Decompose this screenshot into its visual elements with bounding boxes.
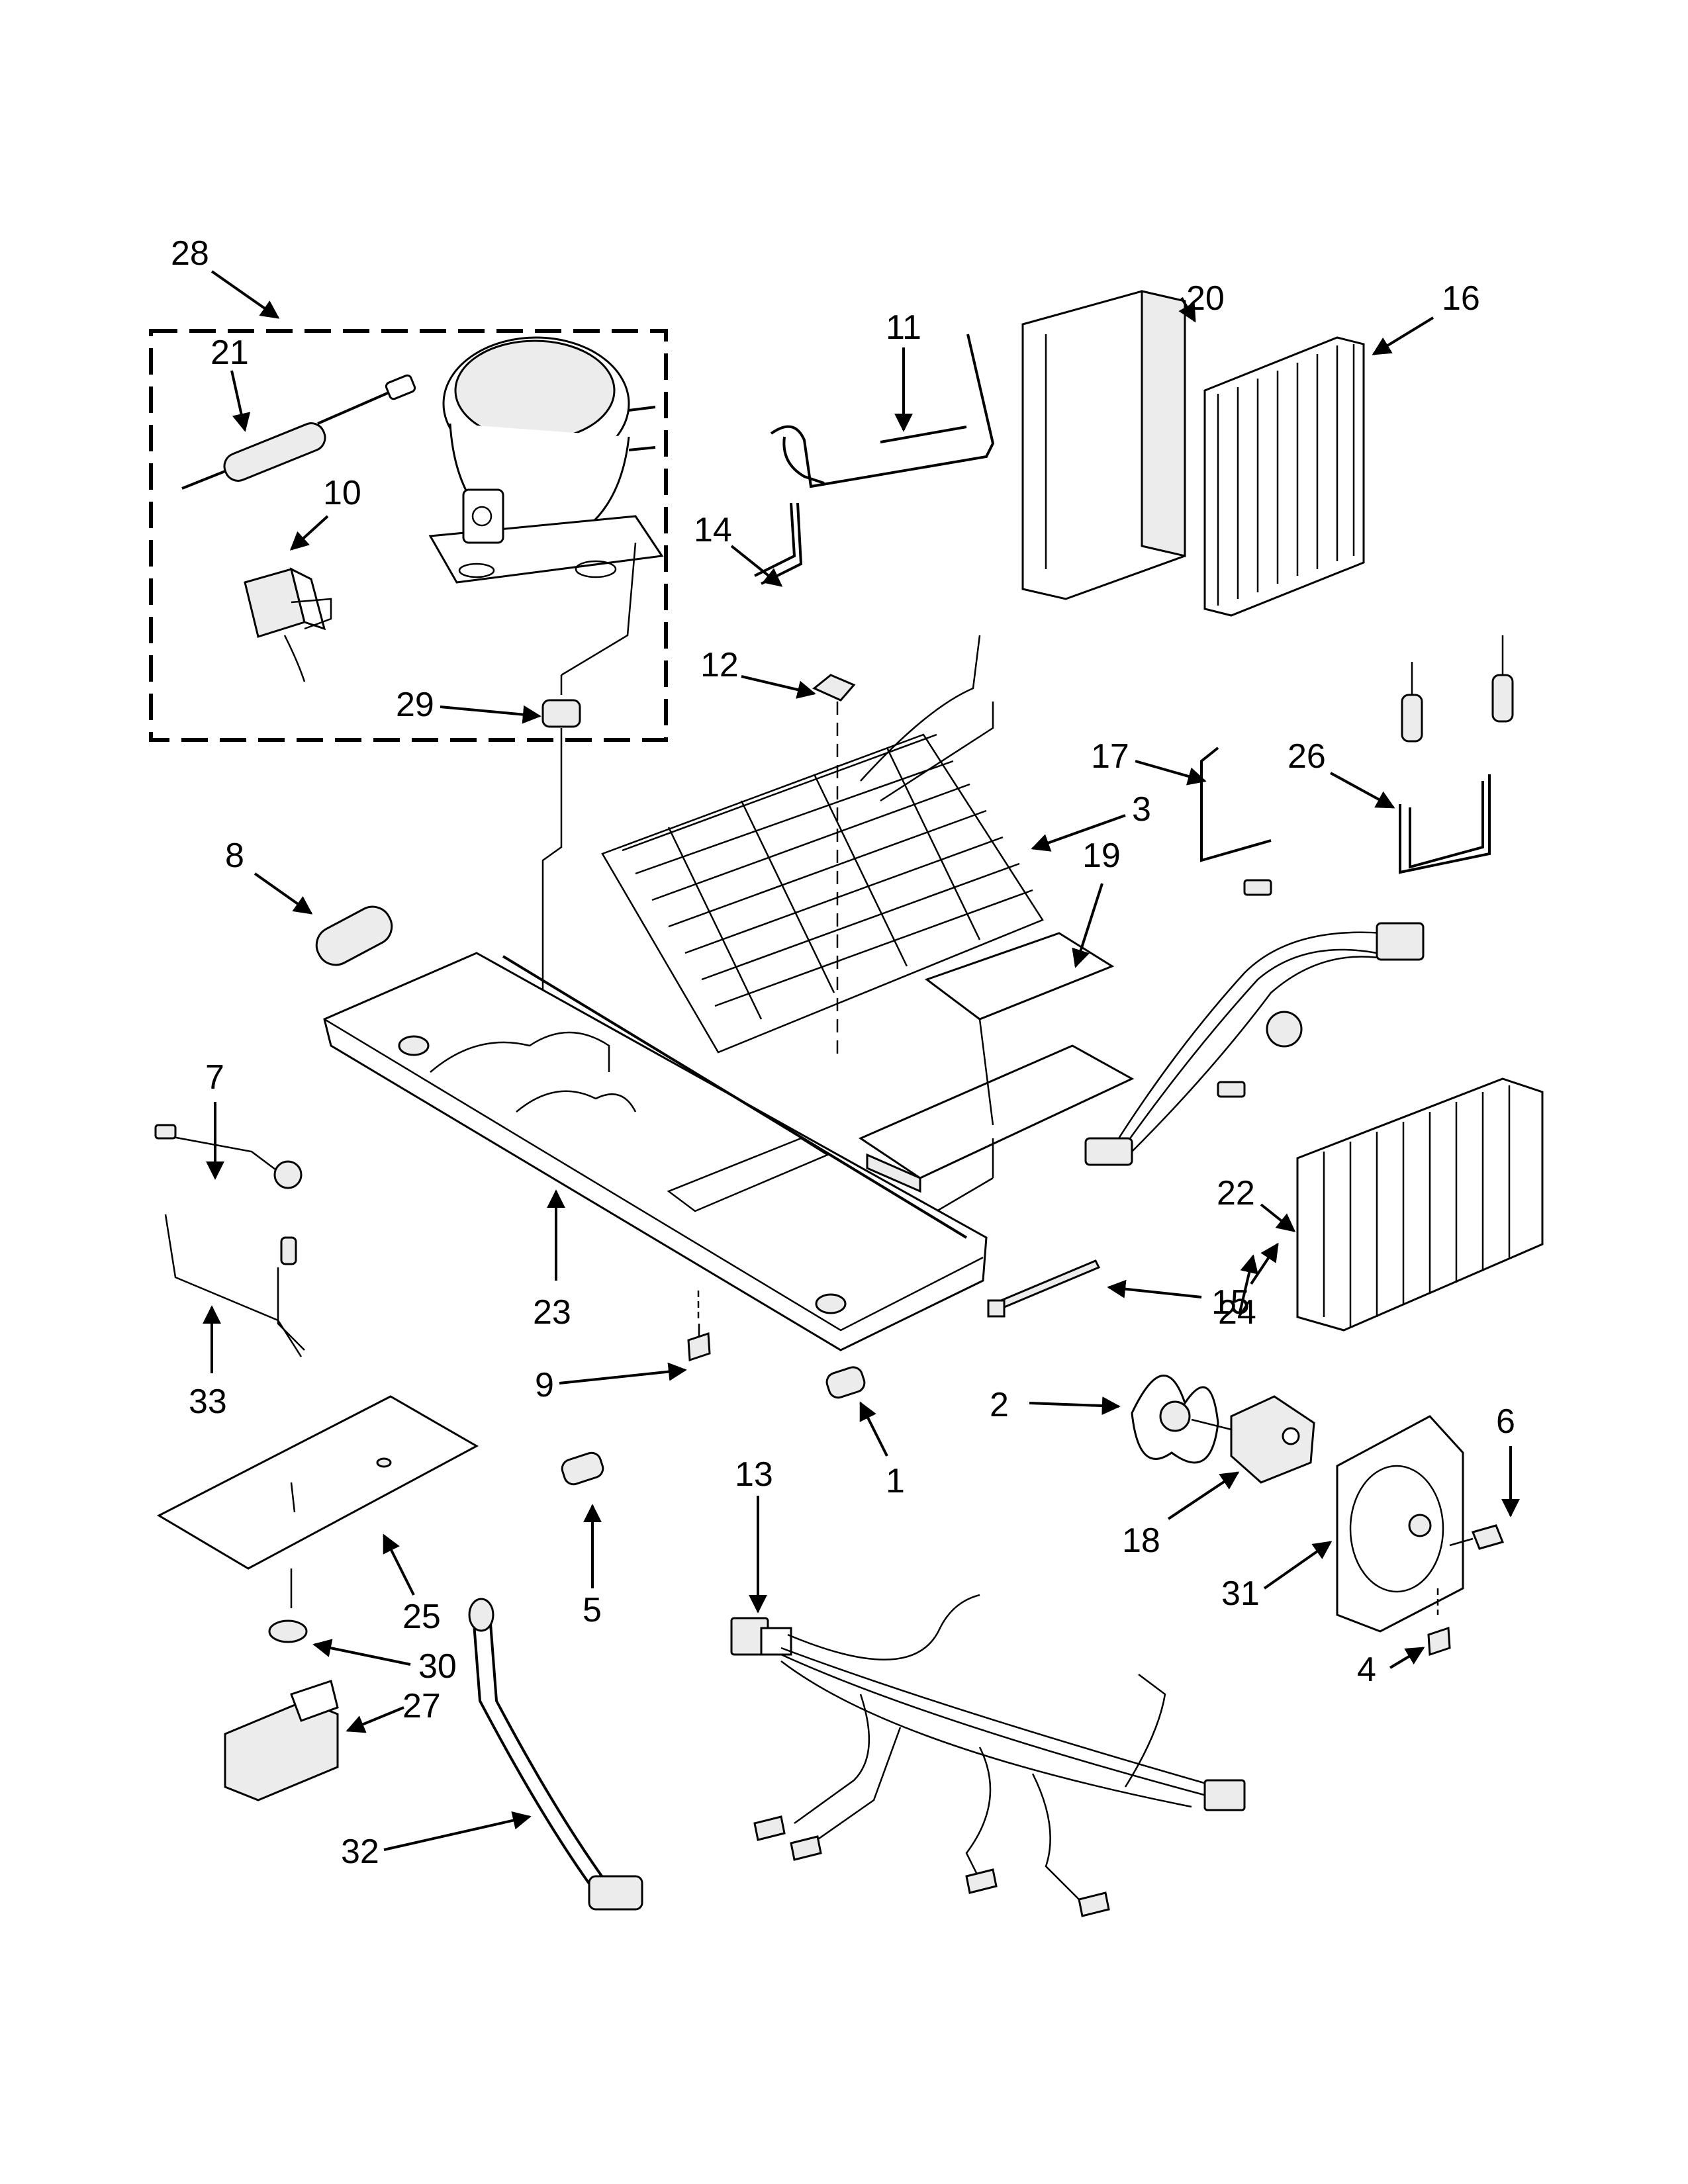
callout-20: 20 bbox=[1186, 279, 1225, 318]
part-7-sensor-harness bbox=[154, 1124, 303, 1189]
part-5-fuse bbox=[561, 1451, 604, 1486]
part-17-bracket bbox=[1200, 747, 1272, 862]
callout-26: 26 bbox=[1288, 737, 1326, 776]
callout-10: 10 bbox=[323, 474, 361, 512]
callout-25: 25 bbox=[402, 1598, 441, 1636]
part-31-fan-shroud bbox=[1336, 1415, 1464, 1633]
callout-13: 13 bbox=[735, 1455, 773, 1494]
compressor-wiring-route bbox=[541, 728, 563, 1059]
callout-6: 6 bbox=[1496, 1402, 1515, 1441]
compressor bbox=[428, 336, 664, 584]
callout-12: 12 bbox=[700, 646, 739, 684]
part-32-drain-tube bbox=[468, 1598, 643, 1911]
callout-30: 30 bbox=[418, 1647, 457, 1686]
callout-15: 15 bbox=[1211, 1283, 1250, 1322]
callout-23: 23 bbox=[533, 1293, 571, 1332]
part-24-harness bbox=[1084, 879, 1425, 1166]
part-12-clip bbox=[812, 674, 856, 702]
callout-14: 14 bbox=[694, 511, 732, 549]
callout-32: 32 bbox=[341, 1833, 379, 1871]
part-29-wire-grommet bbox=[541, 542, 637, 728]
part-15-tie-strap bbox=[987, 1259, 1101, 1318]
part-19-drain-pan bbox=[858, 932, 1135, 1246]
callout-19: 19 bbox=[1082, 837, 1121, 875]
part-1-fuse bbox=[825, 1366, 866, 1399]
callout-3: 3 bbox=[1132, 790, 1151, 829]
part-13-main-harness bbox=[730, 1594, 1246, 1917]
callout-17: 17 bbox=[1091, 737, 1129, 776]
part-11-tube bbox=[770, 334, 995, 488]
callout-31: 31 bbox=[1221, 1574, 1260, 1613]
callout-28: 28 bbox=[171, 234, 209, 273]
callout-9: 9 bbox=[535, 1366, 554, 1404]
part-4-screw bbox=[1427, 1588, 1451, 1657]
part-3-condenser-coil bbox=[601, 635, 1044, 1059]
callout-27: 27 bbox=[402, 1687, 441, 1725]
callout-29: 29 bbox=[396, 686, 434, 724]
part-33-defrost-heater bbox=[164, 1214, 305, 1357]
part-22-condenser bbox=[1296, 1077, 1544, 1332]
part-16-evaporator bbox=[1203, 336, 1365, 617]
callout-33: 33 bbox=[189, 1383, 227, 1421]
callout-22: 22 bbox=[1217, 1174, 1255, 1212]
callout-4: 4 bbox=[1357, 1651, 1376, 1689]
part-20-evaporator-cover bbox=[1021, 290, 1186, 600]
part-26-tube-assembly bbox=[1399, 635, 1514, 874]
part-6-screw bbox=[1449, 1524, 1505, 1550]
part-25-insulation-panel bbox=[156, 1395, 479, 1608]
part-10-start-relay bbox=[244, 567, 332, 682]
callout-5: 5 bbox=[583, 1591, 602, 1629]
callout-2: 2 bbox=[990, 1386, 1009, 1424]
part-9-screw bbox=[687, 1291, 711, 1362]
leader-arrows bbox=[203, 270, 1520, 1851]
callout-7: 7 bbox=[205, 1058, 224, 1097]
part-2-fan-blade bbox=[1131, 1374, 1219, 1464]
callout-16: 16 bbox=[1442, 279, 1480, 318]
part-8-sleeve bbox=[315, 905, 393, 966]
callout-18: 18 bbox=[1122, 1522, 1160, 1560]
callout-21: 21 bbox=[211, 334, 249, 372]
callout-8: 8 bbox=[225, 837, 244, 875]
part-18-fan-motor bbox=[1191, 1395, 1315, 1484]
part-23-base-pan bbox=[323, 952, 988, 1351]
callout-11: 11 bbox=[886, 308, 921, 347]
callout-24: 24 bbox=[1218, 1293, 1256, 1332]
part-27-control-box bbox=[224, 1680, 339, 1801]
callout-1: 1 bbox=[886, 1462, 905, 1500]
part-30-clip bbox=[268, 1619, 308, 1643]
part-21-filter-drier bbox=[181, 374, 416, 490]
